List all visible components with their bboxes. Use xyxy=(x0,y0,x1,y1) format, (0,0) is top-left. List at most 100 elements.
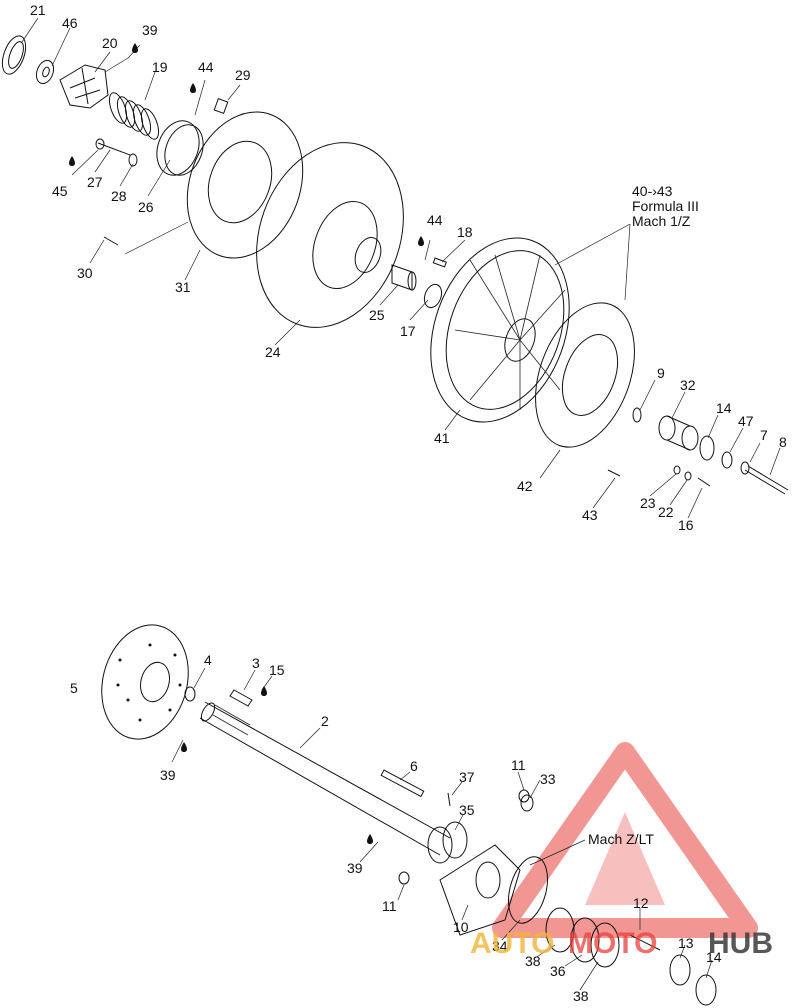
part-label: 12 xyxy=(633,895,649,911)
part-34-plate xyxy=(508,856,548,924)
part-label: 42 xyxy=(517,478,533,494)
part-label: 44 xyxy=(427,212,443,228)
upper-leader-lines xyxy=(21,17,781,519)
part-label: 13 xyxy=(678,935,694,951)
part-label: 11 xyxy=(511,757,526,773)
part-19-spring xyxy=(108,92,160,140)
part-label: 25 xyxy=(369,307,385,323)
watermark-moto: MOTO xyxy=(568,927,657,960)
part-label: 22 xyxy=(658,504,674,520)
part-label: 37 xyxy=(459,769,475,785)
part-3-key xyxy=(229,689,253,707)
part-label: 29 xyxy=(235,67,251,83)
part-label: 46 xyxy=(62,15,78,31)
part-label: 7 xyxy=(760,427,768,443)
part-label: 44 xyxy=(198,59,214,75)
part-label: 45 xyxy=(52,183,68,199)
oil-drop-icon xyxy=(69,156,75,166)
part-label: 36 xyxy=(550,963,566,979)
part-8-bolt xyxy=(740,461,789,495)
part-label: 20 xyxy=(102,35,118,51)
oil-drop-icon xyxy=(190,83,196,93)
part-label: 16 xyxy=(678,517,694,533)
part-label: 39 xyxy=(142,22,158,38)
part-11-nut-lower xyxy=(398,871,410,885)
part-label: 17 xyxy=(400,323,416,339)
part-label: 9 xyxy=(657,365,665,381)
part-23-washer xyxy=(673,465,681,475)
part-label: 2 xyxy=(321,713,329,729)
part-label: 23 xyxy=(640,495,656,511)
part-label: 26 xyxy=(138,199,154,215)
part-label: 6 xyxy=(410,758,418,774)
part-label: 28 xyxy=(111,188,127,204)
oil-drop-icon xyxy=(367,834,373,844)
part-label: 14 xyxy=(716,400,732,416)
part-16-screw xyxy=(697,477,711,487)
lubricant-drop-icons-lower xyxy=(181,686,373,844)
part-14-washer xyxy=(699,435,715,461)
part-10-flange xyxy=(439,844,521,936)
part-label: 33 xyxy=(540,771,556,787)
part-label: 4 xyxy=(204,652,212,668)
part-label: 19 xyxy=(152,59,168,75)
part-2-shaft xyxy=(199,701,451,856)
part-label: 18 xyxy=(457,224,473,240)
part-range-note: 40-›43 xyxy=(632,183,673,199)
lubricant-drop-icons-upper xyxy=(69,43,424,246)
part-12-bolt xyxy=(629,934,661,951)
part-label: 15 xyxy=(269,662,285,678)
part-27-screw xyxy=(95,138,131,156)
part-32-bearing xyxy=(658,415,699,451)
part-33-washer xyxy=(520,794,534,812)
part-label: 43 xyxy=(582,507,598,523)
part-label: 21 xyxy=(30,2,46,18)
watermark-logo xyxy=(492,742,758,938)
part-42-flange xyxy=(535,302,635,448)
model-note-mach1z: Mach 1/Z xyxy=(632,213,691,229)
part-6-key xyxy=(380,769,425,798)
part-36-bearing xyxy=(570,917,600,963)
lower-assembly xyxy=(101,624,717,1006)
part-26-bushing xyxy=(156,120,204,176)
part-label: 27 xyxy=(87,174,103,190)
part-13-washer xyxy=(669,954,691,986)
part-label: 10 xyxy=(453,919,469,935)
watermark-auto: AUTO xyxy=(470,927,554,960)
part-label: 3 xyxy=(252,655,260,671)
model-note-machzlt: Mach Z/LT xyxy=(588,831,654,847)
lower-leader-lines xyxy=(171,667,713,991)
part-label: 47 xyxy=(738,413,754,429)
part-41-fixed-half xyxy=(430,237,570,423)
model-note-formula: Formula III xyxy=(632,198,699,214)
part-30-screw xyxy=(103,236,119,246)
part-label: 31 xyxy=(175,279,191,295)
part-14-washer-lower xyxy=(695,974,717,1006)
part-label: 32 xyxy=(680,377,696,393)
part-24-sliding-half xyxy=(256,142,404,328)
part-25-bushing xyxy=(391,264,417,291)
part-28-washer xyxy=(128,153,138,167)
part-20-spider xyxy=(59,64,109,109)
oil-drop-icon xyxy=(181,742,187,752)
oil-drop-icon xyxy=(418,236,424,246)
part-37-screw xyxy=(447,792,451,807)
part-label: 38 xyxy=(573,988,589,1004)
part-label: 35 xyxy=(459,802,475,818)
part-label: 41 xyxy=(434,430,450,446)
part-label: 8 xyxy=(779,434,787,450)
part-label: 39 xyxy=(160,767,176,783)
part-29-slider xyxy=(213,98,229,114)
part-9-washer xyxy=(632,407,642,423)
part-label: 11 xyxy=(382,898,397,914)
part-5-brake-disc xyxy=(101,624,189,740)
upper-assembly xyxy=(1,35,789,495)
part-labels: 21 46 20 39 19 44 29 45 27 28 26 30 31 2… xyxy=(30,2,787,1004)
part-label: 14 xyxy=(706,949,722,965)
part-label: 5 xyxy=(70,680,78,696)
part-21-retaining-ring xyxy=(1,35,27,75)
part-17-washer xyxy=(423,283,443,309)
part-label: 24 xyxy=(265,344,281,360)
part-47-washer xyxy=(721,451,733,469)
